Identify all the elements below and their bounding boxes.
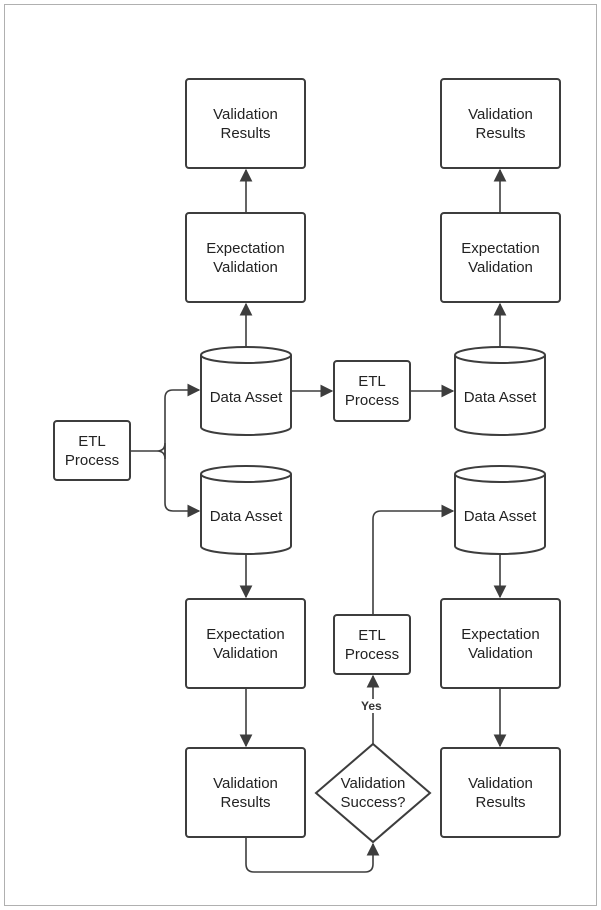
results-top-left-box [185,78,306,169]
etl-bottom-box [333,614,411,675]
results-top-right-box [440,78,561,169]
edge-label-yes: Yes [359,699,384,713]
arrow-etl-bottom-to-asset [372,504,455,615]
etl-middle-box [333,360,411,422]
results-bottom-left-box [185,747,306,838]
decision-diamond [314,742,432,844]
expectation-top-right-box [440,212,561,303]
cylinder-upper-left [200,346,292,436]
expectation-bottom-right-box [440,598,561,689]
cylinder-lower-right [454,465,546,555]
etl-left-box [53,420,131,481]
line-etl-left-stem [130,442,166,460]
expectation-top-left-box [185,212,306,303]
arrow-etl-left-to-lower-asset [164,451,201,518]
arrow-etl-left-to-upper-asset [164,383,201,451]
results-bottom-right-box [440,747,561,838]
diagram-frame [4,4,597,906]
cylinder-upper-right [454,346,546,436]
arrow-results-to-decision [245,837,380,873]
expectation-bottom-left-box [185,598,306,689]
cylinder-lower-left [200,465,292,555]
